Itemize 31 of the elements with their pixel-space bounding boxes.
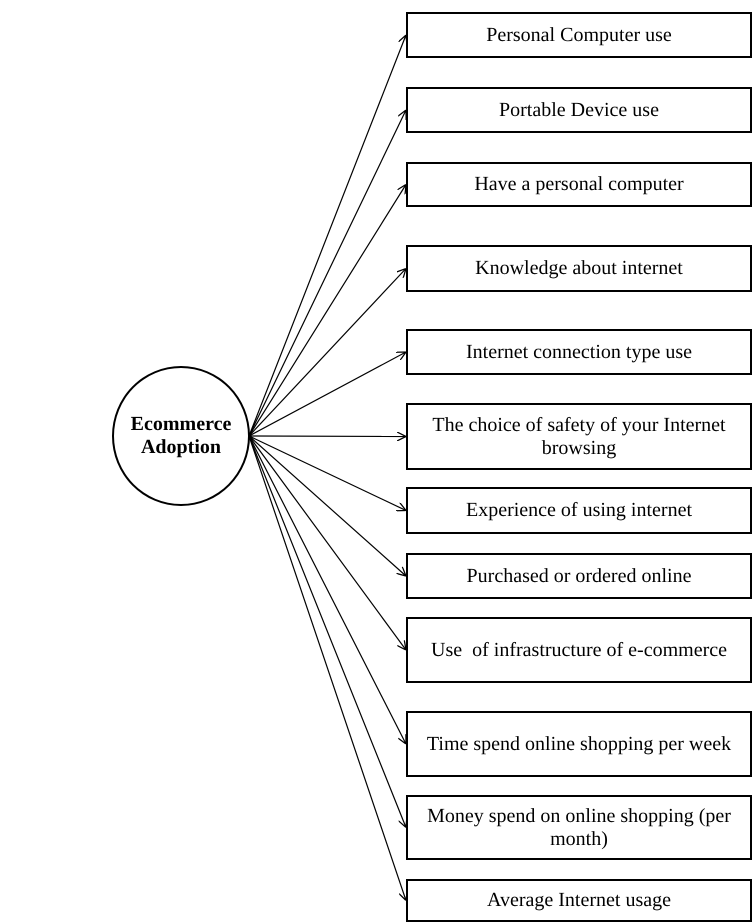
factor-box [406, 403, 752, 470]
node-label: Internet connection type use [466, 340, 692, 364]
factor-box [406, 87, 752, 133]
factor-box [406, 795, 752, 860]
node-label: Purchased or ordered online [466, 564, 692, 588]
node-label: Money spend on online shopping (per month) [426, 804, 732, 850]
factor-box [406, 162, 752, 207]
node-label: Average Internet usage [487, 889, 671, 912]
arrow [249, 431, 407, 442]
node-label: Time spend online shopping per week [426, 732, 732, 756]
factor-box [406, 553, 752, 599]
factor-box [406, 329, 752, 375]
node-label: The choice of safety of your Internet browsing [431, 414, 727, 460]
factor-box [406, 711, 752, 777]
factor-box [406, 245, 752, 292]
node-label: Knowledge about internet [475, 257, 683, 280]
factor-box [406, 617, 752, 683]
arrow [248, 436, 407, 651]
factor-box [406, 879, 752, 922]
arrow [248, 268, 407, 436]
node-label: Experience of using internet [466, 499, 692, 522]
node-label: Use of infrastructure of e-commerce [431, 638, 727, 662]
arrow [248, 436, 407, 577]
node-label: Portable Device use [499, 98, 659, 122]
node-label: Personal Computer use [486, 24, 672, 46]
arrow [248, 351, 407, 437]
factor-box [406, 12, 752, 58]
factor-box [406, 487, 752, 534]
arrow [248, 435, 407, 512]
node-label: Ecommerce Adoption [130, 413, 232, 459]
node-label: Have a personal computer [474, 173, 684, 196]
